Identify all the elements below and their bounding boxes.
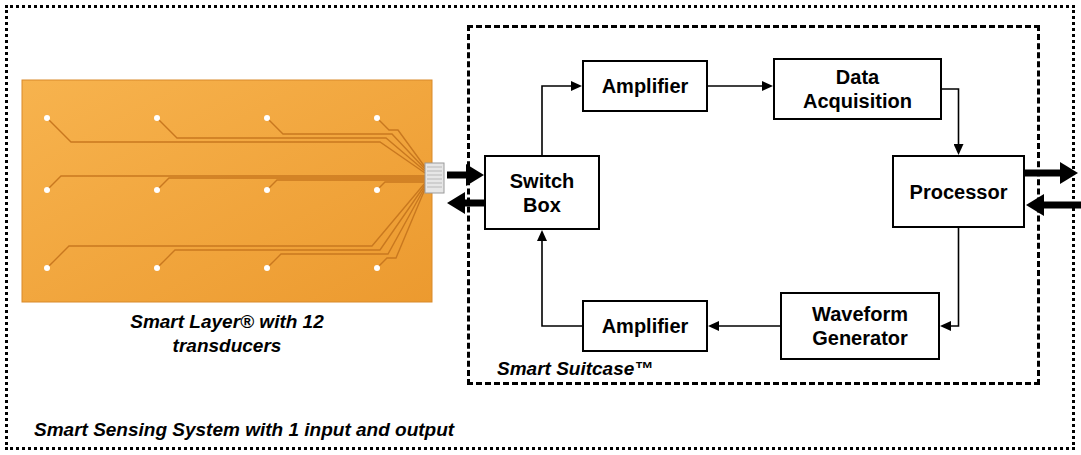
signal-arrow [542, 241, 582, 326]
box-label: Amplifier [602, 314, 689, 338]
signal-arrow [951, 228, 959, 326]
transducer [44, 115, 50, 121]
transducer [44, 187, 50, 193]
transducer [374, 115, 380, 121]
region-label: Smart Suitcase™ [497, 358, 653, 380]
transducer [374, 265, 380, 271]
transducer [374, 187, 380, 193]
signal-arrow [708, 85, 762, 87]
signal-arrow [942, 89, 959, 144]
trace [267, 180, 425, 190]
transducer [154, 187, 160, 193]
input-arrow-head [1026, 194, 1044, 216]
connector-pins [427, 167, 442, 187]
process-box: Waveform Generator [780, 292, 940, 360]
transducer [154, 265, 160, 271]
box-label: Switch Box [492, 169, 592, 217]
system-region: Smart Sensing System with 1 input and ou… [5, 5, 1075, 450]
trace [47, 118, 425, 173]
trace [377, 182, 425, 190]
transducer-dots [44, 115, 380, 271]
trace [377, 118, 425, 167]
trace [157, 178, 425, 190]
process-box: Switch Box [484, 155, 600, 230]
trace [47, 183, 425, 268]
sensor-layer: Smart Layer® with 12 transducers [22, 80, 447, 360]
io-arrow [447, 172, 466, 179]
connector-tab [425, 163, 444, 193]
box-label: Data Acquisition [781, 65, 934, 113]
signal-arrow [542, 86, 571, 155]
suitcase-region: Smart Suitcase™Switch BoxAmplifierData A… [467, 25, 1040, 385]
transducer [264, 187, 270, 193]
process-box: Amplifier [582, 60, 708, 112]
box-label: Amplifier [602, 74, 689, 98]
transducer [264, 265, 270, 271]
trace [157, 185, 425, 268]
process-box: Data Acquisition [773, 58, 942, 120]
process-box: Amplifier [582, 300, 708, 352]
output-arrow [1025, 170, 1061, 177]
transducer [264, 115, 270, 121]
trace [377, 189, 425, 268]
trace [267, 118, 425, 169]
trace-lines [47, 118, 425, 268]
process-box: Processor [892, 155, 1025, 228]
box-label: Waveform Generator [788, 302, 932, 350]
sensor-film [22, 80, 432, 302]
transducer [44, 265, 50, 271]
region-label: Smart Sensing System with 1 input and ou… [34, 419, 454, 441]
signal-arrow [719, 325, 780, 327]
output-arrow-head [1060, 162, 1078, 184]
trace [47, 176, 425, 190]
trace [157, 118, 425, 171]
box-label: Processor [910, 180, 1008, 204]
transducer [154, 115, 160, 121]
trace [267, 187, 425, 268]
input-arrow [1043, 202, 1081, 209]
figure-caption: Smart Layer® with 12 transducers [107, 310, 347, 358]
